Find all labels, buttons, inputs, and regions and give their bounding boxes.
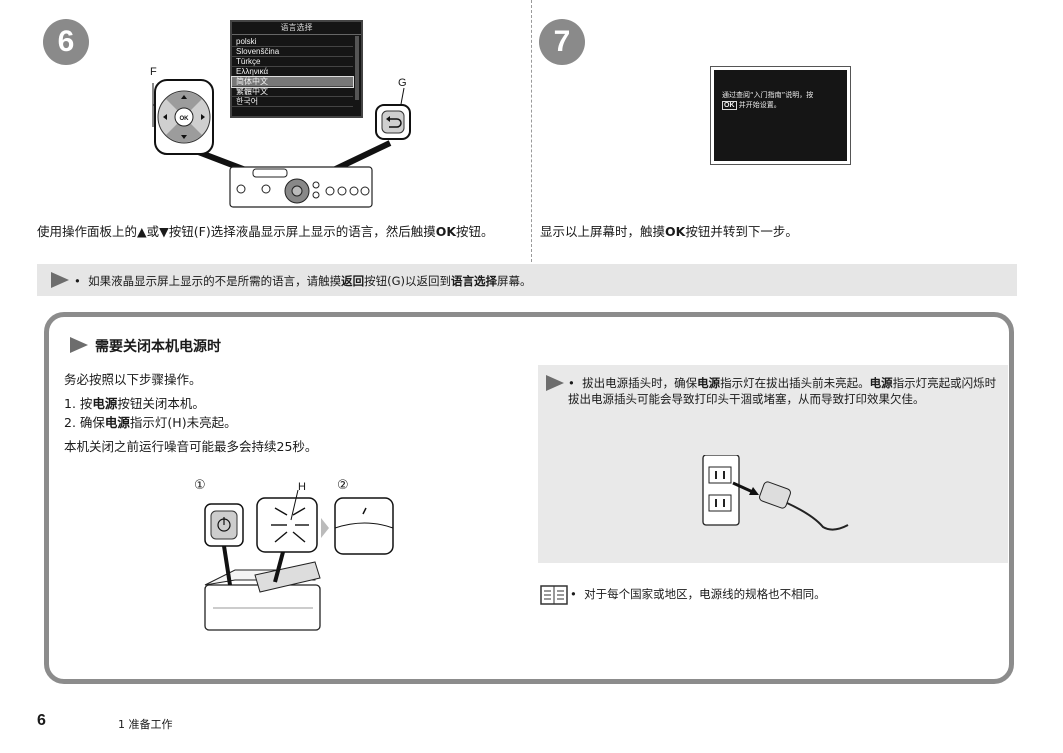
note-text: • 如果液晶显示屏上显示的不是所需的语言，请触摸返回按钮(G)以返回到语言选择屏… xyxy=(74,274,532,288)
caution-arrow-icon xyxy=(546,375,564,391)
language-option[interactable]: polski xyxy=(232,37,353,47)
start-screen: 通过查阅“入门指南”说明，按 OK 并开始设置。 xyxy=(714,70,847,161)
printer-power-illustration xyxy=(204,490,394,631)
caution-text: • 拔出电源插头时，确保电源指示灯在拔出插头前未亮起。电源指示灯亮起或闪烁时拔出… xyxy=(568,376,997,406)
language-option[interactable]: 繁體中文 xyxy=(232,87,353,97)
dpad-illustration: OK xyxy=(154,79,214,155)
fig-label-1: ① xyxy=(194,478,206,493)
manual-book-icon xyxy=(540,585,568,605)
screen-scrollbar xyxy=(355,36,359,100)
start-screen-frame: 通过查阅“入门指南”说明，按 OK 并开始设置。 xyxy=(710,66,851,165)
step6-illustration xyxy=(152,83,405,208)
step-7-number: 7 xyxy=(539,19,585,65)
fig-label-h: H xyxy=(298,481,306,493)
box-step-1: 1. 按电源按钮关闭本机。 xyxy=(64,396,205,411)
screen-title: 语言选择 xyxy=(232,22,361,35)
ok-button-glyph: OK xyxy=(180,116,190,122)
box-title: 需要关闭本机电源时 xyxy=(95,339,221,355)
unplug-illustration xyxy=(702,455,849,531)
label-f: F xyxy=(150,66,157,78)
language-option[interactable]: Ελληνικά xyxy=(232,67,353,77)
language-note: • 如果液晶显示屏上显示的不是所需的语言，请触摸返回按钮(G)以返回到语言选择屏… xyxy=(37,264,1017,296)
step-divider xyxy=(531,0,532,262)
language-option[interactable]: Türkçe xyxy=(232,57,353,67)
box-step-2: 2. 确保电源指示灯(H)未亮起。 xyxy=(64,415,237,430)
box-title-arrow-icon xyxy=(70,337,88,353)
language-option[interactable]: Slovenščina xyxy=(232,47,353,57)
fig-label-2: ② xyxy=(337,478,349,493)
step-6-number: 6 xyxy=(43,19,89,65)
language-option[interactable]: 简体中文 xyxy=(231,76,354,88)
step6-instruction: 使用操作面板上的▲或▼按钮(F)选择液晶显示屏上显示的语言，然后触摸OK按钮。 xyxy=(37,224,494,239)
reference-note: • 对于每个国家或地区，电源线的规格也不相同。 xyxy=(570,587,826,601)
box-intro: 务必按照以下步骤操作。 xyxy=(64,372,202,387)
box-noise-note: 本机关闭之前运行噪音可能最多会持续25秒。 xyxy=(64,439,318,454)
chapter-label: 1 准备工作 xyxy=(118,718,173,731)
caution-panel: • 拔出电源插头时，确保电源指示灯在拔出插头前未亮起。电源指示灯亮起或闪烁时拔出… xyxy=(538,365,1008,563)
page-number: 6 xyxy=(37,712,46,729)
label-g: G xyxy=(398,77,407,89)
screen-ok-badge: OK xyxy=(722,101,737,110)
note-arrow-icon xyxy=(51,272,69,288)
language-option[interactable]: 한국어 xyxy=(232,97,353,107)
back-button-illustration xyxy=(375,104,411,140)
start-screen-message: 通过查阅“入门指南”说明，按 OK 并开始设置。 xyxy=(722,91,814,110)
step7-instruction: 显示以上屏幕时，触摸OK按钮并转到下一步。 xyxy=(540,224,798,239)
